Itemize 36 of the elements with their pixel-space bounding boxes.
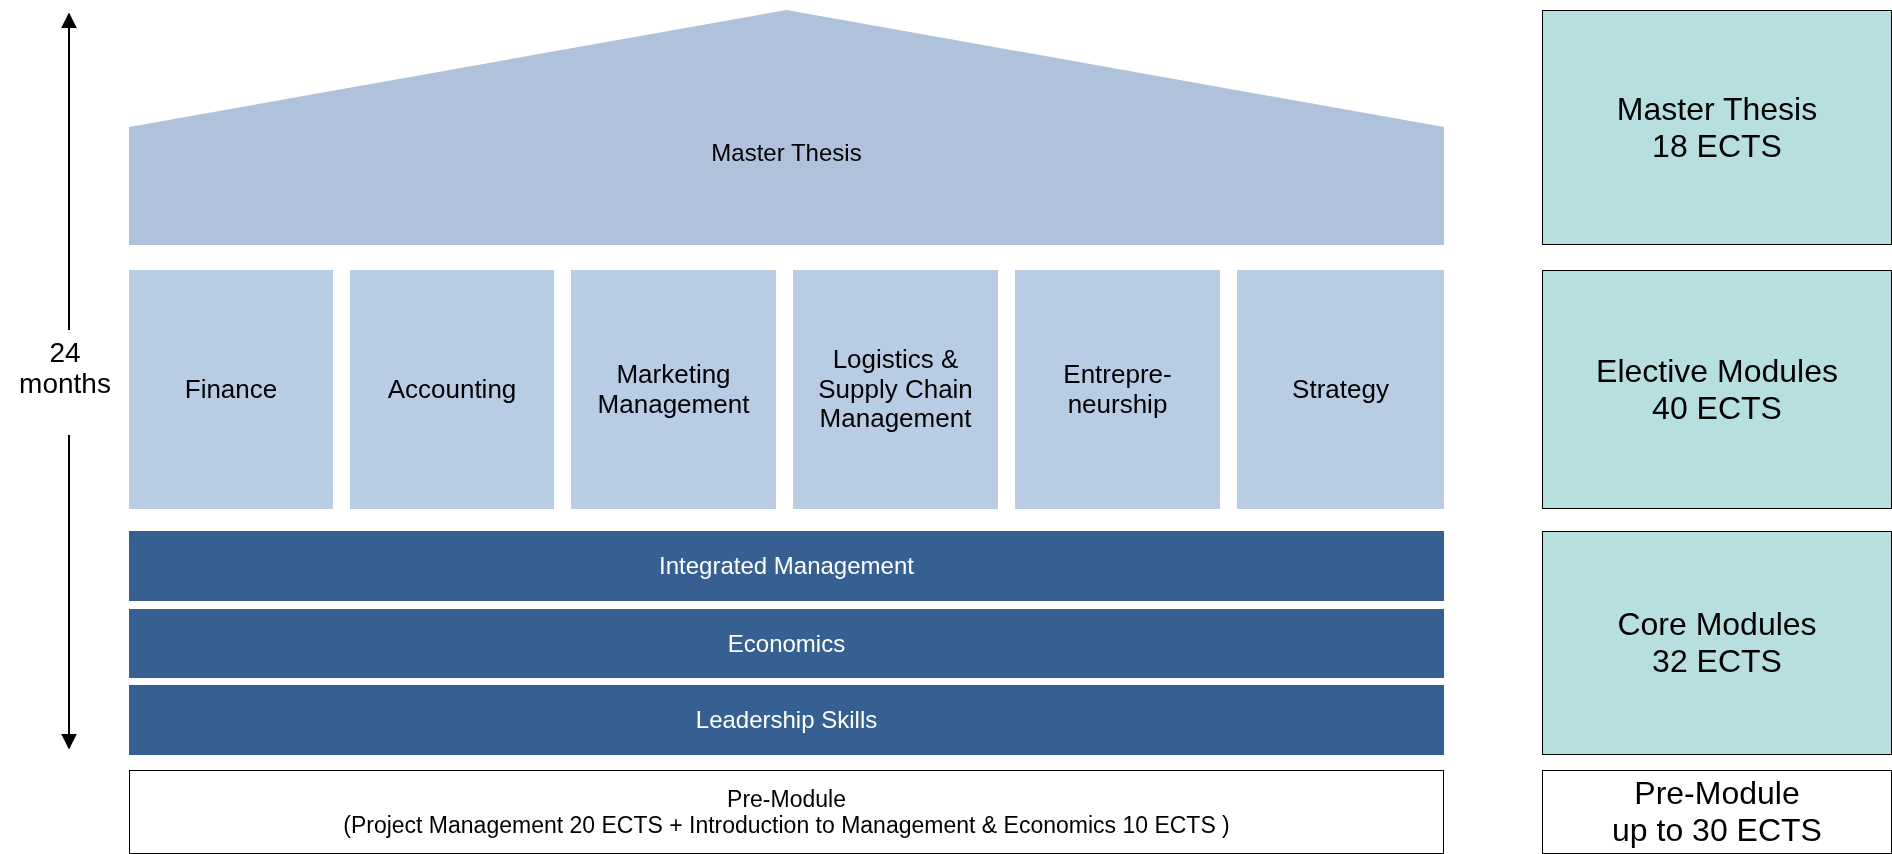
base-box (129, 770, 1444, 854)
pillar-box (793, 270, 998, 509)
credits-text: 32 ECTS (1652, 643, 1782, 680)
credits-text: Core Modules (1617, 606, 1817, 643)
pillar-label: Entrepre- neurship (1062, 359, 1173, 420)
pillar-label: Finance (184, 374, 278, 405)
pillar-label: Strategy (1292, 374, 1389, 405)
pillar-box (129, 270, 333, 509)
credits-text: Pre-Module (1634, 775, 1800, 812)
pillar-label: Logistics & Supply Chain Management (817, 344, 974, 435)
credits-text: 40 ECTS (1652, 389, 1782, 427)
credits-box (1542, 770, 1892, 854)
bar-label: Leadership Skills (695, 706, 878, 734)
pillar-box (350, 270, 554, 509)
base-text: (Project Management 20 ECTS + Introduction to Management & Economics 10 ECTS ) (343, 812, 1230, 839)
pillar-box (571, 270, 776, 509)
base-text: Pre-Module (727, 785, 846, 812)
pillar-box (1015, 270, 1220, 509)
foundation-bar (129, 531, 1444, 601)
pillar-label: Marketing Management (596, 359, 751, 420)
credits-box (1542, 531, 1892, 755)
foundation-bar (129, 609, 1444, 678)
bar-label: Economics (727, 629, 846, 658)
credits-box (1542, 270, 1892, 509)
duration-label: 24 months (18, 338, 112, 400)
credits-text: 18 ECTS (1652, 127, 1782, 165)
pillar-label: Accounting (387, 374, 517, 405)
credits-text: up to 30 ECTS (1612, 812, 1822, 849)
foundation-bar (129, 685, 1444, 755)
credits-text: Elective Modules (1596, 352, 1838, 390)
bar-label: Integrated Management (659, 552, 914, 580)
credits-box (1542, 10, 1892, 245)
roof-shape (129, 10, 1444, 245)
roof-label: Master Thesis (711, 138, 862, 167)
pillar-box (1237, 270, 1444, 509)
credits-text: Master Thesis (1616, 90, 1818, 128)
